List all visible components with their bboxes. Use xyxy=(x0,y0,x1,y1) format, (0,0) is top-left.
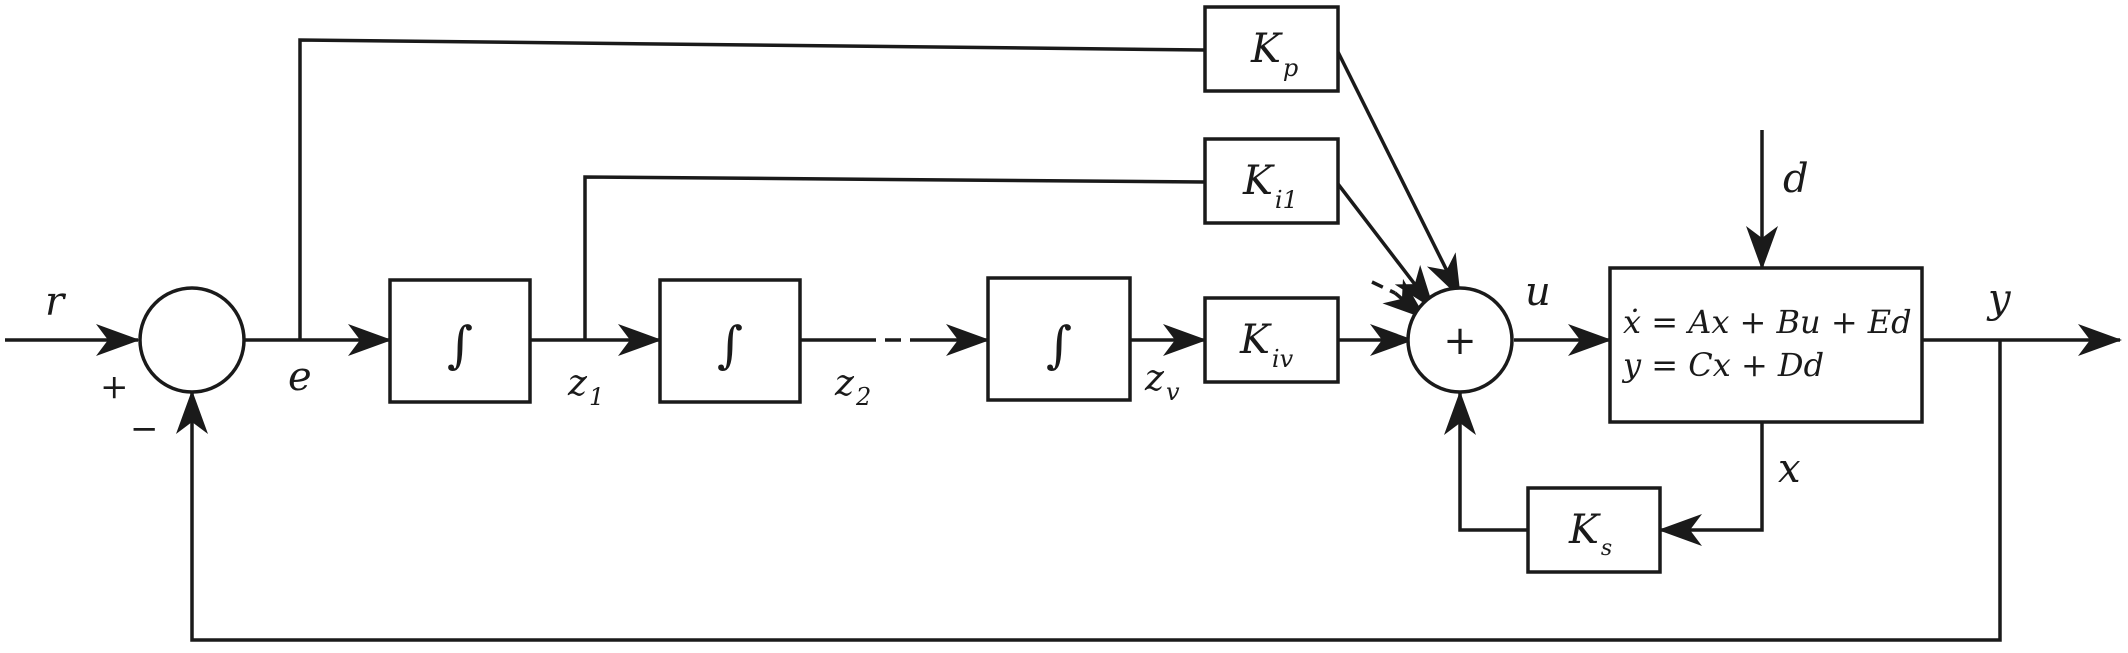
label-y: y xyxy=(1986,276,2012,322)
label-r: r xyxy=(45,279,67,325)
plant-state-equation: ẋ = Ax + Bu + Ed xyxy=(1623,303,1912,341)
label-plus-r: + xyxy=(100,367,129,407)
label-z2: z2 xyxy=(834,363,871,411)
ki1-block xyxy=(1203,137,1340,225)
label-minus-feedback: − xyxy=(130,409,159,449)
integrator-block-v xyxy=(986,276,1132,402)
label-zv-subscript: v xyxy=(1166,378,1180,406)
label-u: u xyxy=(1525,269,1551,315)
wire-z1-to-ki1 xyxy=(583,175,1206,340)
integrator-block-2 xyxy=(658,278,802,404)
wire-ks-to-sum xyxy=(1444,391,1528,532)
label-z1-subscript: 1 xyxy=(589,383,604,411)
blocks: ∫ ∫ ∫ Kp Ki1 Kiv + ẋ = Ax + Bu + Ed y = … xyxy=(138,5,1924,574)
wire-error-to-kp xyxy=(298,38,1206,340)
label-z2-subscript: 2 xyxy=(855,383,871,411)
integrator-label-v: ∫ xyxy=(1046,316,1072,374)
ks-block xyxy=(1526,486,1662,574)
wire-dashed-gain-to-sum xyxy=(1371,280,1396,295)
kiv-label: Kiv xyxy=(1239,317,1294,373)
label-d: d xyxy=(1783,156,1809,202)
integrator-block-1 xyxy=(388,278,532,404)
wire-ki1-to-sum xyxy=(1336,182,1435,310)
kiv-subscript: iv xyxy=(1272,345,1294,373)
plant-block xyxy=(1608,266,1924,424)
comparator-junction xyxy=(138,286,246,394)
label-x: x xyxy=(1778,446,1801,492)
kp-label: Kp xyxy=(1250,26,1298,82)
kp-block xyxy=(1203,5,1340,93)
ks-subscript: s xyxy=(1601,536,1612,561)
label-z1: z1 xyxy=(567,363,604,411)
kiv-block xyxy=(1203,296,1340,384)
label-zv: zv xyxy=(1144,358,1180,406)
integrator-label-2: ∫ xyxy=(717,316,743,374)
summing-junction-sign: + xyxy=(1443,318,1477,364)
wire-state-x xyxy=(1658,422,1764,546)
summing-junction xyxy=(1406,286,1514,394)
label-e: e xyxy=(288,354,312,400)
ki1-label: Ki1 xyxy=(1242,158,1298,214)
ki1-subscript: i1 xyxy=(1275,186,1298,214)
kp-subscript: p xyxy=(1283,54,1298,82)
signal-labels: r + − e z1 z2 zv u d y x xyxy=(45,156,2012,492)
wire-output-feedback xyxy=(176,340,2002,642)
ks-label: Ks xyxy=(1568,507,1612,561)
wire-kp-to-sum xyxy=(1336,51,1462,299)
plant-output-equation: y = Cx + Dd xyxy=(1621,346,1824,384)
integrator-label-1: ∫ xyxy=(447,316,473,374)
